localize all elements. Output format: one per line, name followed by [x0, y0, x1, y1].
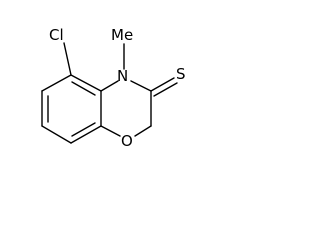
- bond-ch2-o: [134, 125, 152, 137]
- bond-ring-inner-bottom: [71, 122, 96, 137]
- atom-oxygen: O: [121, 132, 133, 150]
- benzene-ring: [41, 74, 102, 144]
- atom-nitrogen: N: [117, 67, 128, 85]
- oxazine-ring: [100, 80, 152, 137]
- atom-chlorine: Cl: [49, 26, 64, 44]
- bond-ring-right-upper: [70, 74, 102, 92]
- bond-ring-top: [41, 74, 72, 92]
- bond-n-c-thione: [130, 80, 152, 92]
- bond-o-c: [100, 125, 121, 137]
- bond-ring-left-lower: [41, 125, 72, 144]
- structure-svg: Cl Me N S O: [41, 26, 186, 150]
- bond-ring-inner-top: [71, 81, 96, 96]
- bond-c-s-1: [150, 77, 175, 92]
- bond-c-n: [100, 80, 119, 92]
- structure-diagram: Cl Me N S O: [0, 0, 199, 169]
- bond-ring-bottom: [70, 125, 102, 144]
- bond-c-s-2: [153, 82, 178, 97]
- bond-c-cl: [63, 42, 72, 76]
- atom-sulfur: S: [176, 65, 186, 83]
- atom-methyl: Me: [111, 26, 133, 44]
